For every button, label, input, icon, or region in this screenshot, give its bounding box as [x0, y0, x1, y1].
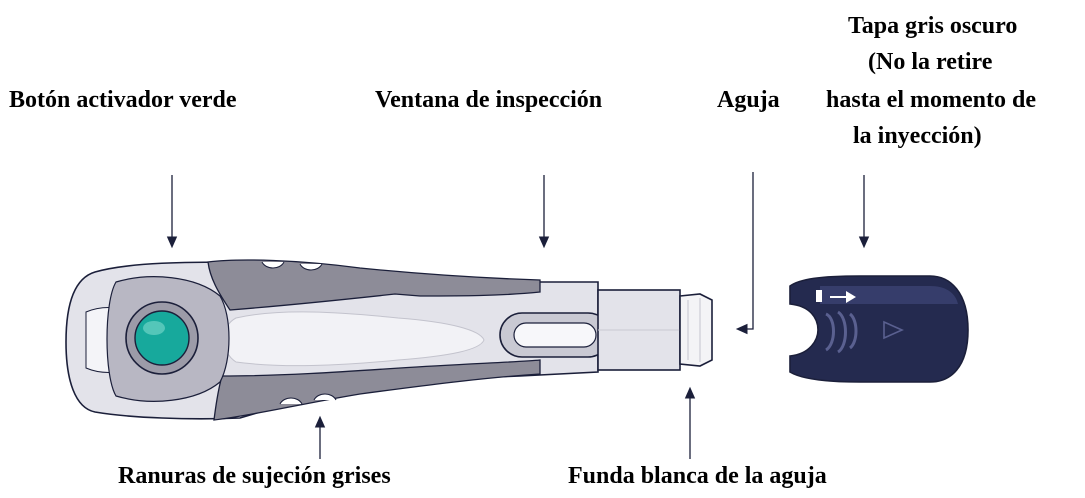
label-needle-shield: Funda blanca de la aguja	[568, 463, 827, 489]
lower-grip	[213, 359, 541, 421]
label-grip-ridges: Ranuras de sujeción grises	[118, 463, 391, 489]
label-green-button: Botón activador verde	[9, 87, 237, 113]
label-dark-cap-line1: Tapa gris oscuro	[848, 13, 1018, 39]
green-activation-button	[125, 301, 199, 375]
label-dark-cap-line4: la inyección)	[853, 123, 982, 149]
arrow-needle	[735, 172, 754, 335]
white-needle-shield	[679, 293, 713, 367]
pen-neck	[597, 289, 681, 371]
leader-arrows	[166, 172, 870, 459]
label-dark-cap-line2: (No la retire	[868, 49, 993, 75]
dark-gray-cap	[789, 275, 969, 383]
upper-grip	[207, 259, 541, 311]
inspection-window	[499, 312, 611, 358]
label-needle: Aguja	[717, 87, 780, 113]
label-dark-cap-line3: hasta el momento de	[826, 87, 1036, 113]
label-inspection-window: Ventana de inspección	[375, 87, 603, 113]
pen-body	[65, 259, 611, 421]
